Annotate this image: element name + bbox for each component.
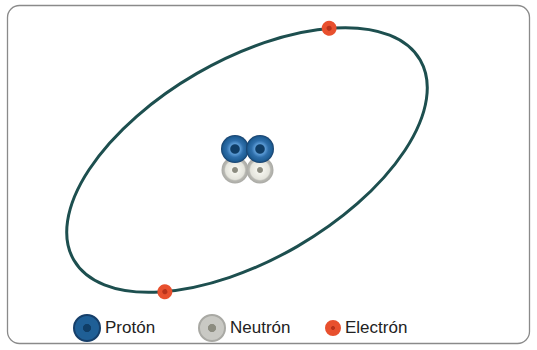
legend-swatch	[198, 314, 226, 342]
nucleus	[221, 135, 274, 184]
electron	[155, 281, 175, 301]
legend-swatch	[325, 320, 341, 336]
electron	[319, 18, 339, 38]
legend-label: Protón	[105, 318, 155, 338]
legend-label: Neutrón	[230, 318, 290, 338]
orbit	[24, 0, 470, 347]
legend-item: Protón	[73, 314, 155, 342]
legend-label: Electrón	[345, 318, 407, 338]
legend-item: Neutrón	[198, 314, 290, 342]
legend-item: Electrón	[325, 314, 407, 342]
legend-swatch	[73, 314, 101, 342]
